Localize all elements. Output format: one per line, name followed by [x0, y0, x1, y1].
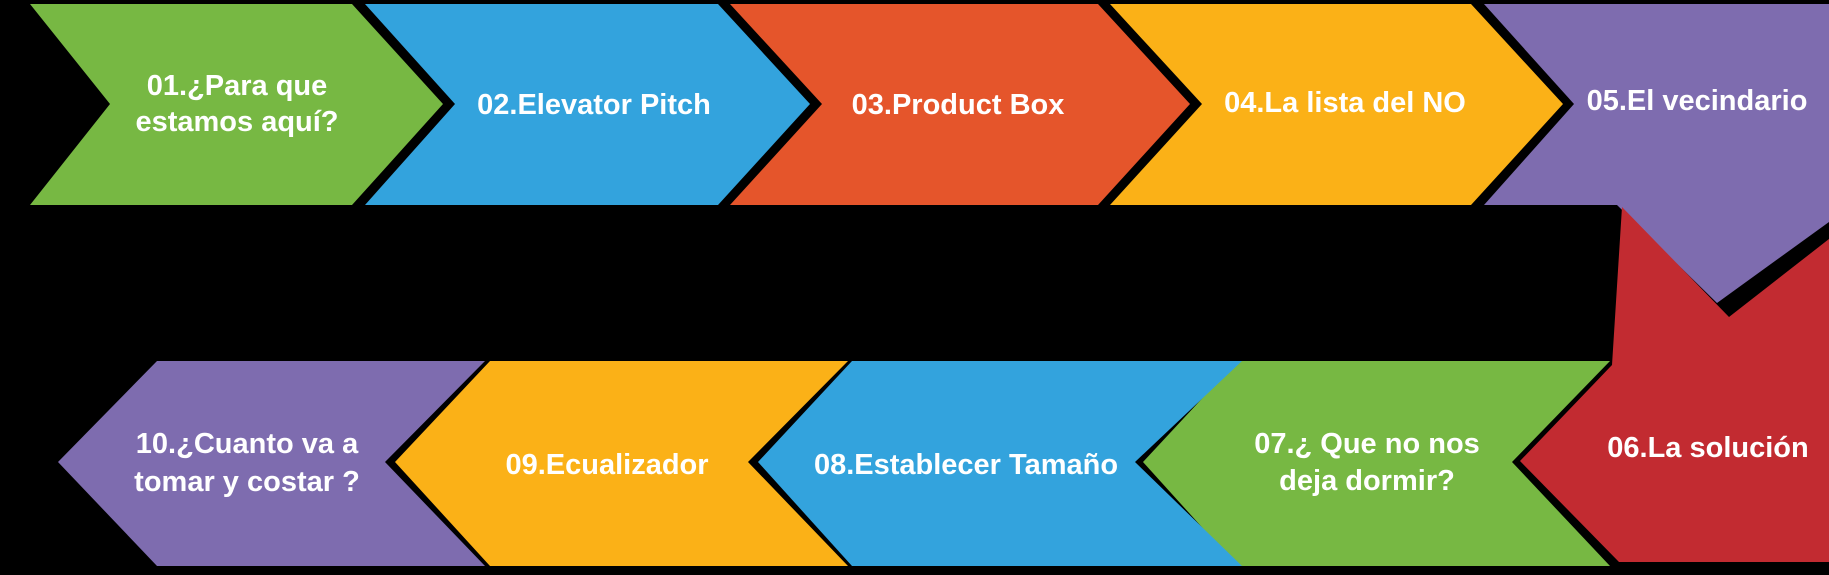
step-10-label-line1: 10.¿Cuanto va a — [136, 428, 359, 460]
chevron-left-shape — [58, 361, 485, 566]
step-09-label: 09.Ecualizador — [505, 449, 708, 481]
corner-arrow-left-shape — [1520, 207, 1829, 562]
step-02-chevron: 02.Elevator Pitch — [365, 4, 810, 205]
step-01-label-line2: estamos aquí? — [135, 106, 338, 138]
step-07-label-line2: deja dormir? — [1279, 465, 1455, 497]
step-01-chevron: 01.¿Para que estamos aquí? — [30, 4, 443, 205]
step-03-chevron: 03.Product Box — [730, 4, 1190, 205]
step-05-chevron: 05.El vecindario — [1484, 4, 1829, 303]
chevron-left-shape — [395, 361, 848, 566]
step-03-label: 03.Product Box — [852, 89, 1065, 121]
step-10-label-line2: tomar y costar ? — [134, 466, 360, 498]
step-08-chevron: 08.Establecer Tamaño — [758, 361, 1242, 566]
step-02-label: 02.Elevator Pitch — [477, 89, 711, 121]
chevron-right-shape — [365, 4, 810, 205]
step-08-label: 08.Establecer Tamaño — [814, 449, 1118, 481]
chevron-left-shape — [758, 361, 1242, 566]
step-09-chevron: 09.Ecualizador — [395, 361, 848, 566]
step-06-arrow: 06.La solución — [1520, 207, 1829, 562]
chevron-right-shape — [730, 4, 1190, 205]
step-07-label-line1: 07.¿ Que no nos — [1254, 428, 1480, 460]
step-04-label: 04.La lista del NO — [1224, 87, 1466, 119]
step-04-chevron: 04.La lista del NO — [1110, 4, 1563, 205]
step-05-label: 05.El vecindario — [1587, 85, 1808, 117]
chevron-right-shape — [1110, 4, 1563, 205]
step-10-chevron: 10.¿Cuanto va a tomar y costar ? — [58, 361, 485, 566]
chevron-right-shape — [30, 4, 443, 205]
chevron-down-turn-shape — [1484, 4, 1829, 303]
step-01-label-line1: 01.¿Para que — [147, 70, 328, 102]
step-07-chevron: 07.¿ Que no nos deja dormir? — [1143, 361, 1610, 566]
chevron-left-shape — [1143, 361, 1610, 566]
step-06-label: 06.La solución — [1607, 432, 1808, 464]
